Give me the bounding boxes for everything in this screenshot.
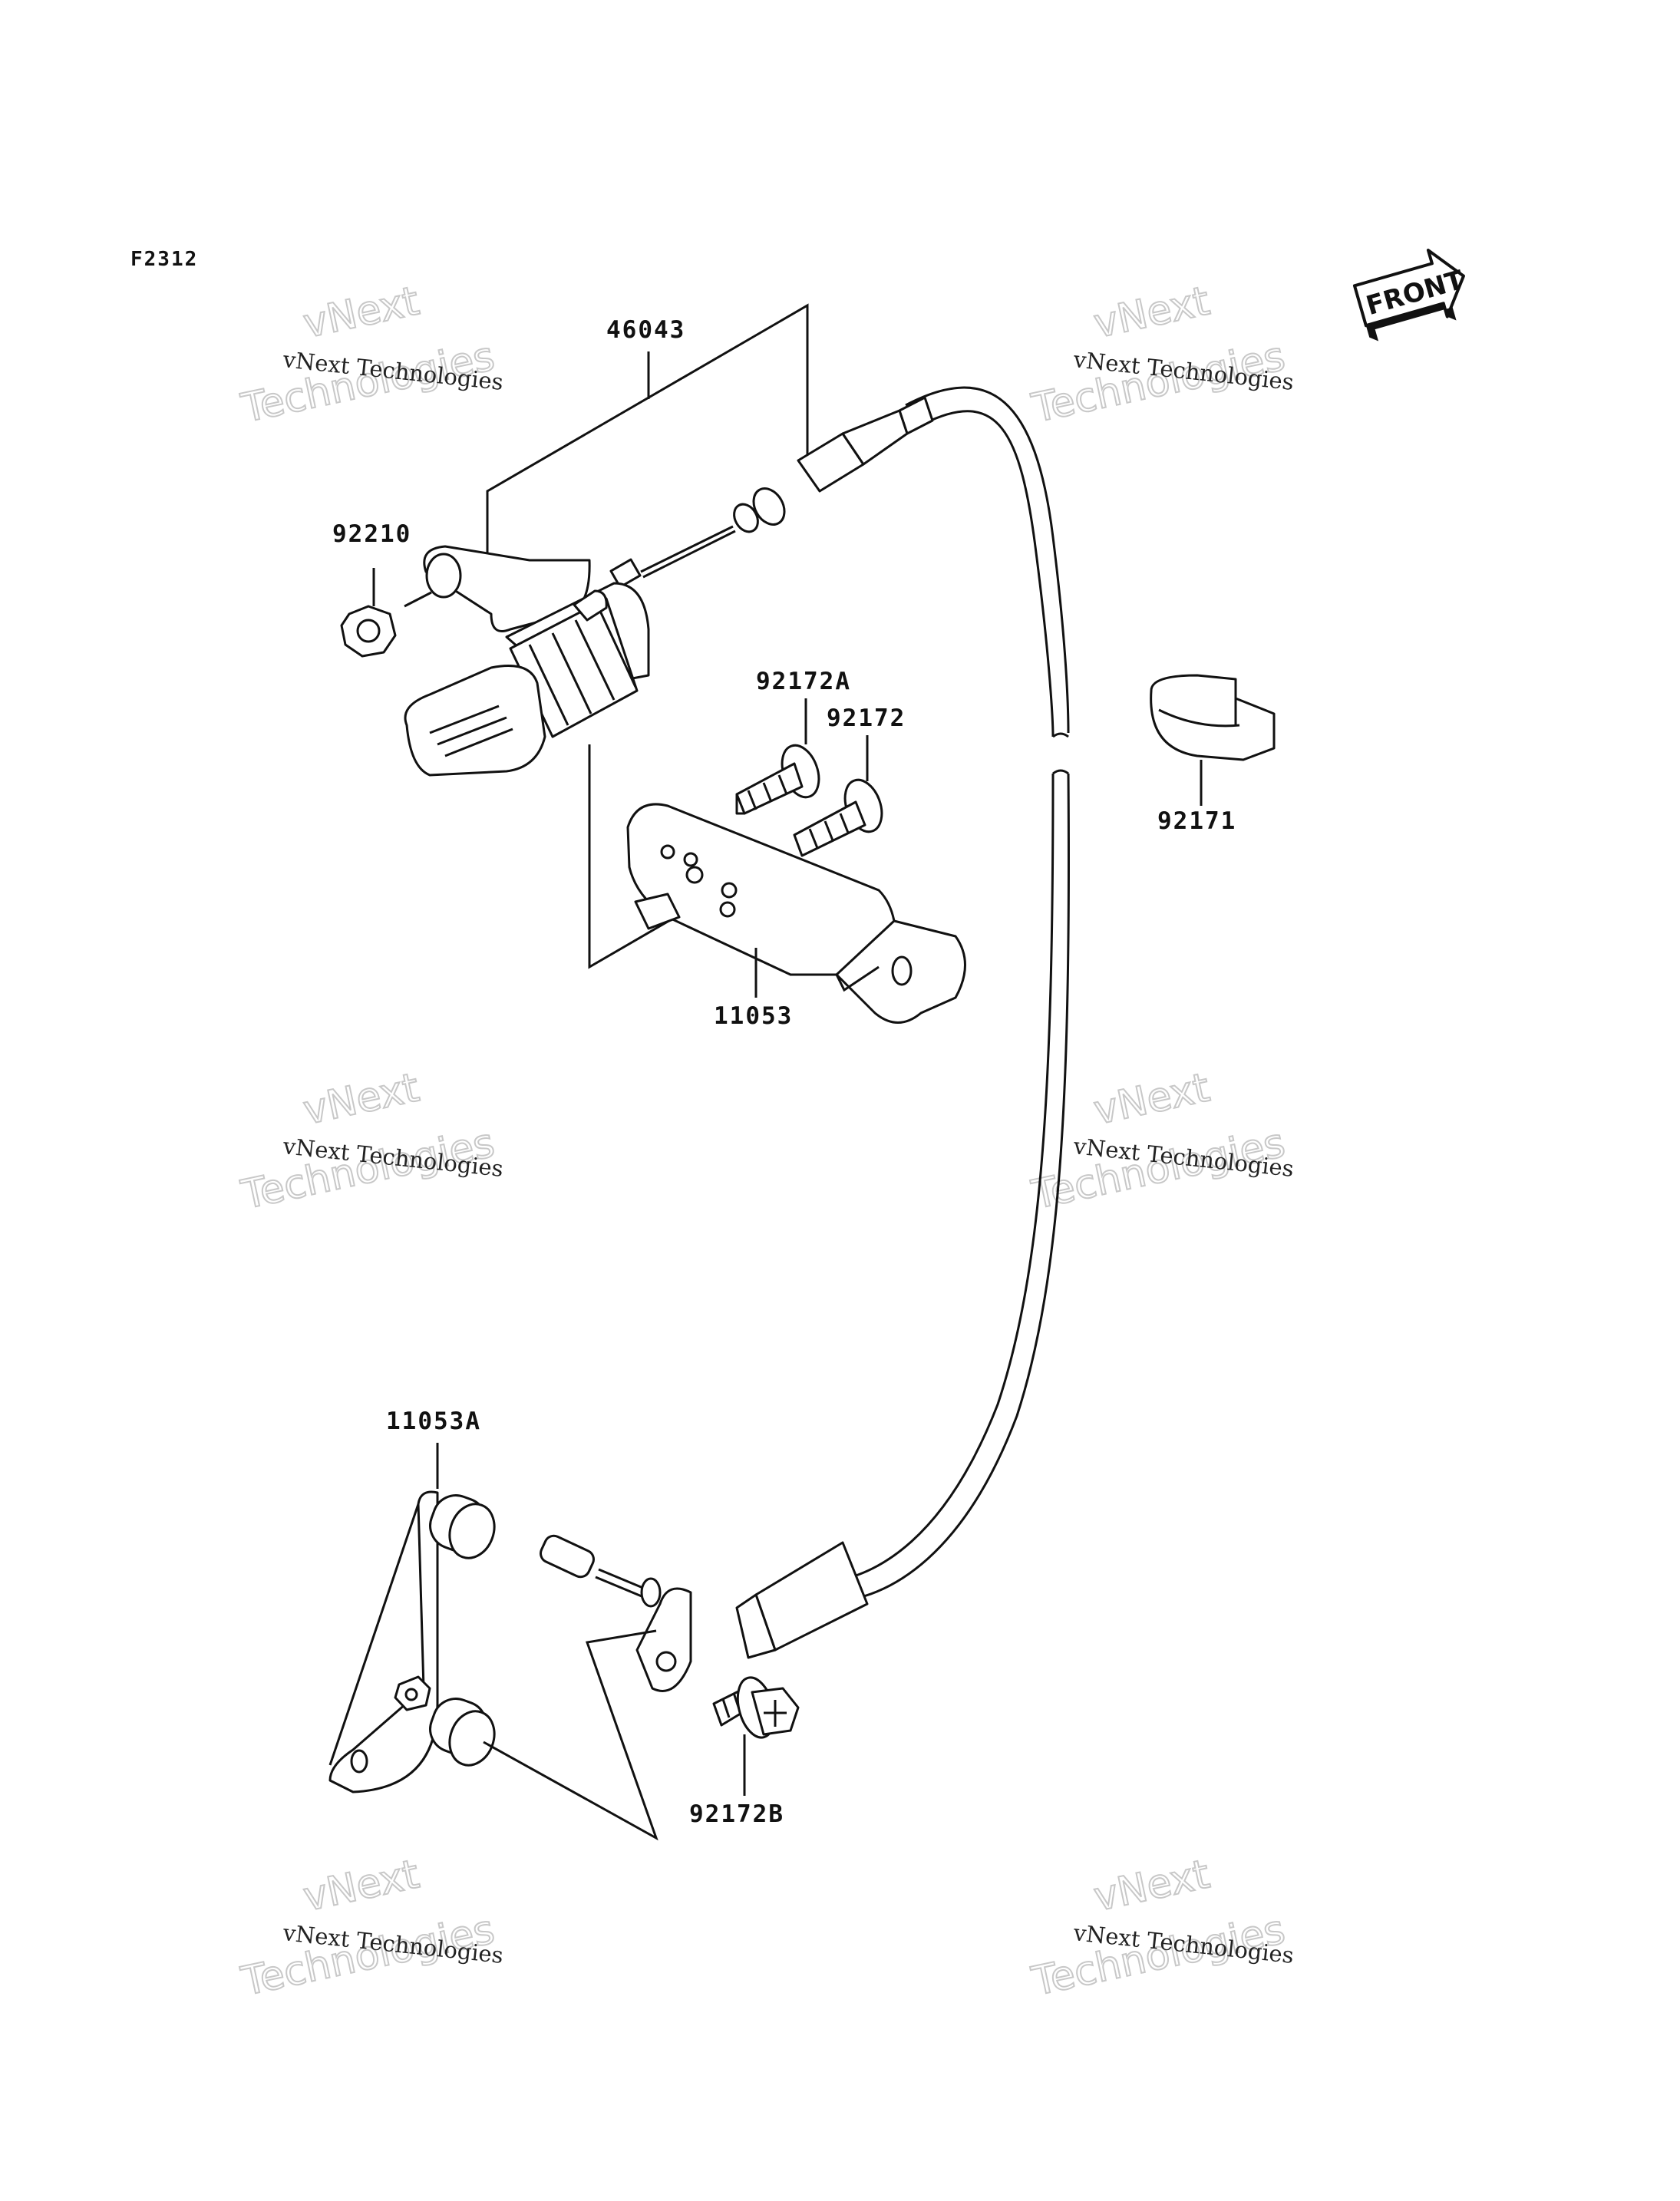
screw-92172 bbox=[793, 735, 883, 857]
svg-text:vNext: vNext bbox=[299, 1851, 423, 1920]
front-arrow-icon: FRONT bbox=[1352, 249, 1467, 342]
clamp-92171 bbox=[1150, 674, 1276, 806]
part-label-92172: 92172 bbox=[827, 705, 906, 732]
svg-text:vNext: vNext bbox=[299, 278, 423, 347]
watermark-middle-left: vNext Technologies vNext Technologies bbox=[236, 1064, 504, 1219]
screw-92172A bbox=[735, 698, 820, 815]
watermark-top-right: vNext Technologies vNext Technologies bbox=[1027, 277, 1295, 432]
bracket-11053 bbox=[626, 803, 966, 1024]
svg-text:vNext: vNext bbox=[1090, 1064, 1213, 1133]
lever-11053A bbox=[328, 1443, 658, 1841]
part-label-92172B: 92172B bbox=[689, 1800, 784, 1828]
part-label-11053A: 11053A bbox=[386, 1407, 481, 1435]
watermark-bottom-right: vNext Technologies vNext Technologies bbox=[1027, 1850, 1295, 2005]
part-label-92171: 92171 bbox=[1157, 807, 1236, 835]
watermark-middle-right: vNext Technologies vNext Technologies bbox=[1027, 1064, 1295, 1219]
part-label-46043: 46043 bbox=[606, 316, 685, 344]
part-label-92210: 92210 bbox=[332, 520, 411, 548]
throttle-lever-housing bbox=[404, 545, 650, 777]
throttle-cable-housing bbox=[540, 386, 1070, 1692]
watermark-top-left: vNext Technologies vNext Technologies bbox=[236, 277, 504, 432]
bolt-92172B bbox=[712, 1676, 800, 1796]
diagram-code: F2312 bbox=[130, 248, 198, 271]
svg-text:vNext: vNext bbox=[1090, 278, 1213, 347]
part-label-11053: 11053 bbox=[714, 1002, 793, 1030]
svg-text:vNext: vNext bbox=[299, 1064, 423, 1133]
nut-92210 bbox=[340, 568, 432, 658]
part-label-92172A: 92172A bbox=[756, 668, 851, 695]
svg-text:vNext: vNext bbox=[1090, 1851, 1213, 1920]
watermark-bottom-left: vNext Technologies vNext Technologies bbox=[236, 1850, 504, 2005]
